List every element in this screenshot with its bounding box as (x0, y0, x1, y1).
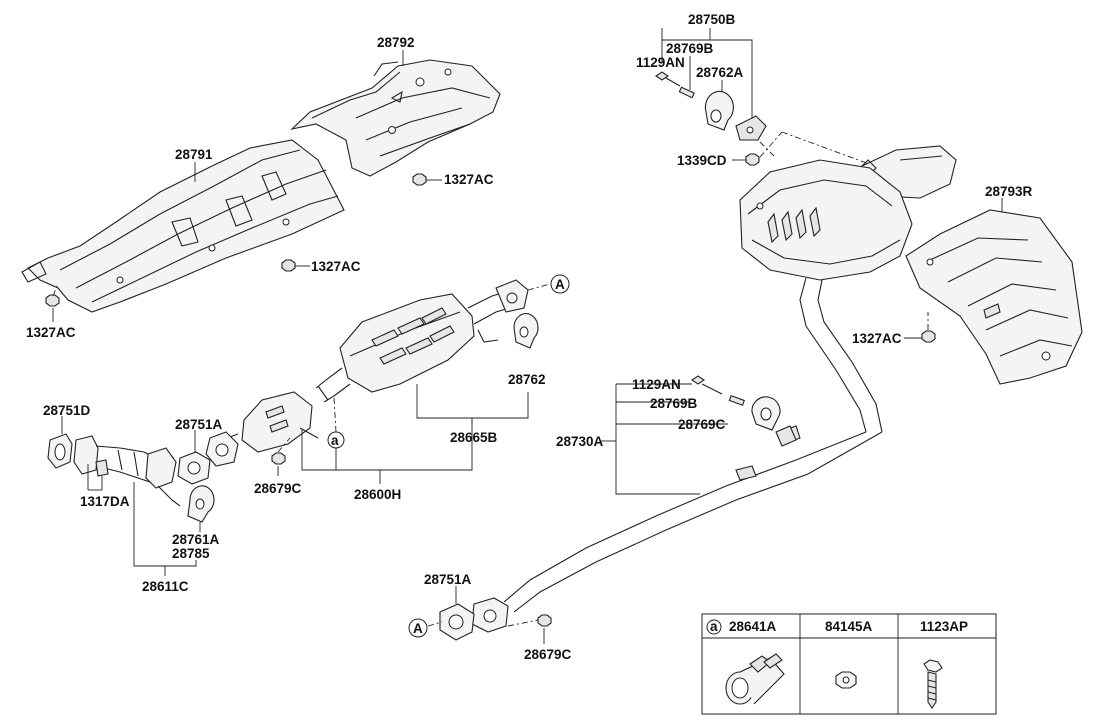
clamp-28641a-drawing (725, 653, 785, 705)
nut-84145a-drawing (835, 671, 857, 689)
legend-1123ap: 1123AP (920, 619, 968, 634)
label-28665b: 28665B (450, 430, 498, 445)
label-28769b-upper: 28769B (666, 41, 714, 56)
label-28679c-lower: 28679C (524, 647, 572, 662)
heat-shield-28793r (905, 209, 1083, 385)
label-1327ac-left: 1327AC (26, 325, 76, 340)
label-1129an-upper: 1129AN (636, 55, 685, 70)
label-28679c-left: 28679C (254, 481, 302, 496)
nut-1327ac-mid (281, 259, 310, 272)
label-28750b: 28750B (688, 12, 736, 27)
rear-muffler-assembly (471, 145, 957, 633)
label-28762a: 28762A (696, 65, 744, 80)
label-28785: 28785 (172, 546, 210, 561)
label-28611c: 28611C (142, 579, 189, 594)
leader-28600h (301, 418, 473, 471)
hanger-bracket-group-28750b (655, 28, 873, 166)
label-28769c: 28769C (678, 417, 726, 432)
legend-ref-marker (706, 619, 722, 635)
legend-ref-letter: a (710, 619, 718, 634)
label-28751a-lower: 28751A (424, 572, 472, 587)
leader-28665b (416, 384, 529, 419)
gasket-28751a-lower (439, 586, 475, 641)
hanger-group-28730a (600, 375, 797, 495)
label-1129an-lower: 1129AN (632, 377, 681, 392)
connector-a-bottom (408, 618, 428, 638)
label-1327ac-upper: 1327AC (444, 172, 494, 187)
label-28600h: 28600H (354, 487, 401, 502)
connector-a-bottom-leader (427, 621, 443, 627)
label-1327ac-mid: 1327AC (311, 259, 361, 274)
legend-84145a: 84145A (825, 619, 873, 634)
label-1317da: 1317DA (80, 494, 130, 509)
nut-1327ac-upper (412, 173, 442, 186)
clamp-ref-letter: a (331, 433, 339, 448)
clamp-ref-leader (333, 397, 337, 433)
label-28791: 28791 (175, 147, 213, 162)
label-28762: 28762 (508, 372, 546, 387)
legend-table: a 28641A 84145A 1123AP (701, 613, 997, 715)
label-28751d: 28751D (43, 403, 91, 418)
heat-shield-28792 (290, 59, 501, 177)
bolt-1123ap-drawing (923, 659, 943, 709)
connector-a-top-leader (527, 283, 551, 291)
connector-a-bottom-letter: A (413, 621, 423, 636)
legend-28641a: 28641A (729, 619, 777, 634)
front-pipe-assembly (47, 430, 291, 532)
label-1339cd: 1339CD (677, 153, 727, 168)
label-28751a-left: 28751A (175, 417, 223, 432)
connector-a-top (550, 274, 570, 294)
label-1327ac-right: 1327AC (852, 331, 902, 346)
nut-1327ac-right (904, 312, 936, 343)
label-28769b-lower: 28769B (650, 396, 698, 411)
center-converter-assembly (205, 279, 539, 467)
connector-a-top-letter: A (555, 277, 565, 292)
nut-28679c-lower (507, 614, 552, 644)
nut-1327ac-left (45, 283, 60, 322)
label-28761a: 28761A (172, 532, 220, 547)
label-28792: 28792 (377, 35, 415, 50)
label-28730a: 28730A (556, 434, 604, 449)
heat-shield-28791 (21, 139, 345, 313)
label-28793r: 28793R (985, 184, 1033, 199)
